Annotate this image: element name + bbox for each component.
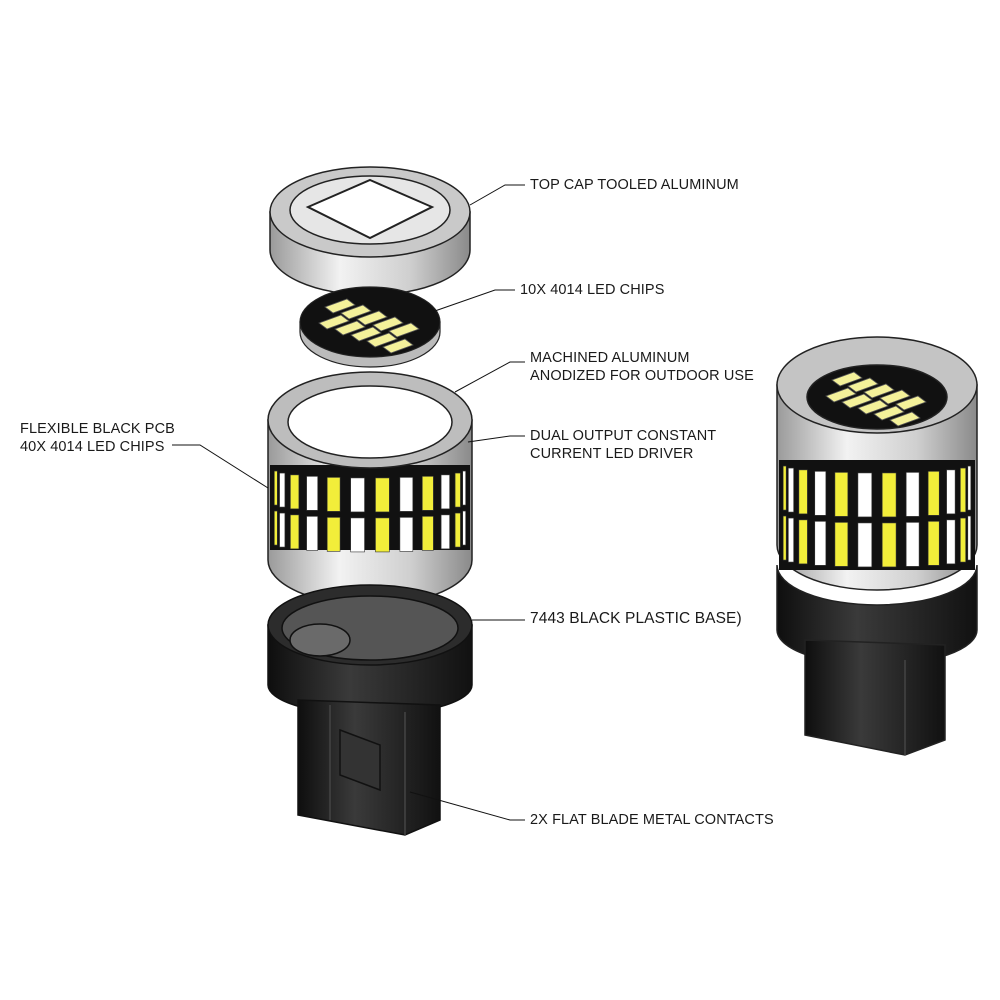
led-strip-chip (454, 472, 461, 508)
led-chip (889, 411, 921, 427)
led-strip-chip (814, 521, 827, 566)
led-strip-chip (927, 471, 940, 516)
led-strip-chip (306, 516, 319, 551)
plastic-base (267, 584, 473, 836)
led-strip-chip (927, 521, 940, 566)
led-chip (382, 338, 414, 354)
led-chip (318, 314, 350, 330)
label-top-cap: TOP CAP TOOLED ALUMINUM (530, 177, 739, 193)
led-chip (857, 399, 889, 415)
led-strip-chip (857, 472, 873, 518)
led-strip-chip (905, 472, 920, 517)
led-strip-chip (306, 476, 319, 511)
label-line: 40X 4014 LED CHIPS (20, 439, 165, 455)
led-strip-chip (798, 469, 808, 515)
label-metal-contacts: 2X FLAT BLADE METAL CONTACTS (530, 812, 774, 828)
label-machined-aluminum: MACHINED ALUMINUM ANODIZED FOR OUTDOOR U… (530, 349, 754, 385)
led-strip-chip (274, 470, 278, 506)
led-strip-chip (946, 519, 956, 565)
led-strip-chip (399, 517, 414, 552)
led-strip-chip (798, 519, 808, 565)
led-strip-chip (788, 517, 794, 563)
led-chip (350, 326, 382, 342)
led-strip-chip (462, 470, 466, 506)
led-chip (372, 316, 404, 332)
label-line: CURRENT LED DRIVER (530, 446, 694, 462)
led-strip-chip (782, 465, 787, 511)
led-strip-chip (462, 510, 466, 546)
led-chip (895, 395, 927, 411)
led-strip-chip (350, 517, 365, 553)
led-strip-chip (326, 477, 341, 512)
led-strip-chip (290, 474, 300, 510)
led-strip-chip (834, 522, 849, 567)
led-chip (340, 304, 372, 320)
led-chip (847, 377, 879, 393)
led-strip-chip (881, 472, 897, 518)
led-strip-chip (960, 467, 966, 513)
led-strip-chip (279, 472, 286, 508)
led-strip-chip (440, 474, 450, 510)
label-flexible-pcb: FLEXIBLE BLACK PCB 40X 4014 LED CHIPS (20, 420, 175, 456)
led-strip-chip (960, 517, 966, 563)
led-chip (863, 383, 895, 399)
led-chip-disc (299, 286, 441, 368)
label-led-chips-10x: 10X 4014 LED CHIPS (520, 282, 665, 298)
led-chip (334, 320, 366, 336)
label-led-driver: DUAL OUTPUT CONSTANT CURRENT LED DRIVER (530, 427, 716, 463)
led-chip (831, 371, 863, 387)
assembled-bulb (776, 336, 978, 756)
led-strip-chip (350, 477, 365, 513)
led-cylinder (267, 371, 473, 606)
led-strip-chip (375, 517, 390, 553)
label-plastic-base: 7443 BLACK PLASTIC BASE) (530, 610, 742, 627)
top-cap (269, 166, 471, 296)
led-strip-chip (905, 522, 920, 567)
led-strip-chip (326, 517, 341, 552)
led-strip-chip (274, 510, 278, 546)
led-chip (841, 393, 873, 409)
led-strip-chip (834, 472, 849, 517)
led-chip (879, 389, 911, 405)
label-line: ANODIZED FOR OUTDOOR USE (530, 368, 754, 384)
led-strip-chip (967, 465, 972, 511)
led-strip-chip (421, 476, 434, 511)
led-chip (324, 298, 356, 314)
label-line: FLEXIBLE BLACK PCB (20, 421, 175, 437)
led-chip (825, 387, 857, 403)
led-strip-chip (814, 471, 827, 516)
led-chip (873, 405, 905, 421)
led-strip-chip (290, 514, 300, 550)
label-line: MACHINED ALUMINUM (530, 350, 690, 366)
led-strip-chip (946, 469, 956, 515)
led-chip (388, 322, 420, 338)
led-strip-chip (788, 467, 794, 513)
led-strip-chip (881, 522, 897, 568)
led-strip-chip (967, 515, 972, 561)
led-chip (356, 310, 388, 326)
led-strip-chip (782, 515, 787, 561)
led-strip-chip (454, 512, 461, 548)
led-chip (366, 332, 398, 348)
led-strip-chip (375, 477, 390, 513)
label-line: DUAL OUTPUT CONSTANT (530, 428, 717, 444)
led-strip-chip (857, 522, 873, 568)
leader-lines (172, 184, 525, 821)
led-strip-chip (421, 516, 434, 551)
led-strip-chip (399, 477, 414, 512)
led-strip-chip (440, 514, 450, 550)
led-strip-chip (279, 512, 286, 548)
